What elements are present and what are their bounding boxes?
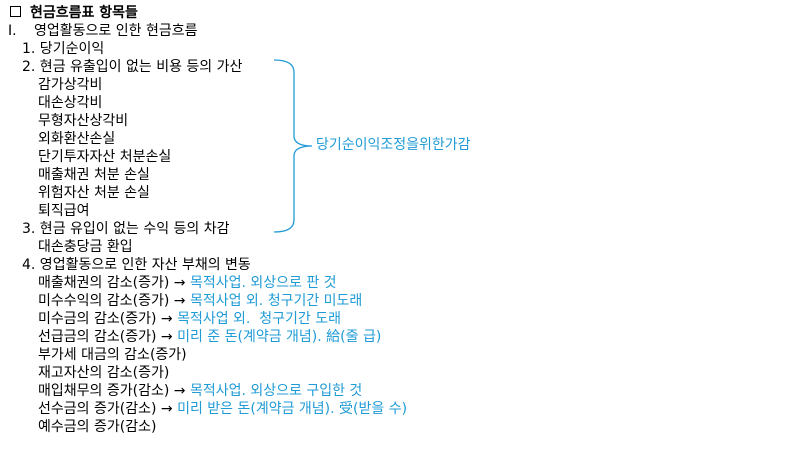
list-item: 선급금의 감소(증가) → 미리 준 돈(계약금 개념). 給(줄 급) [38, 328, 381, 346]
list-item: 매입채무의 증가(감소) → 목적사업. 외상으로 구입한 것 [38, 382, 362, 400]
list-item: 재고자산의 감소(증가) [38, 364, 169, 382]
page-title-text: 현금흐름표 항목들 [30, 5, 138, 21]
list-item-label: 미수수익의 감소(증가) [38, 293, 170, 309]
list-item: 대손충당금 환입 [38, 239, 133, 255]
list-item: 감가상각비 [38, 77, 103, 93]
list-item: 위험자산 처분 손실 [38, 185, 150, 201]
list-item: 단기투자자산 처분손실 [38, 149, 172, 165]
item-net-income: 1. 당기순이익 [22, 41, 105, 57]
right-arrow-icon: → [173, 275, 186, 291]
list-item: 미수수익의 감소(증가) → 목적사업 외. 청구기간 미도래 [38, 292, 362, 310]
list-item-label: 선수금의 증가(감소) [38, 401, 157, 417]
list-item-note: 목적사업. 외상으로 판 것 [189, 275, 337, 291]
list-item-note: 목적사업. 외상으로 구입한 것 [189, 383, 363, 399]
list-item-note: 목적사업 외. 청구기간 도래 [177, 311, 341, 327]
right-arrow-icon: → [160, 311, 173, 327]
curly-brace-icon [273, 59, 313, 233]
list-item: 외화환산손실 [38, 131, 116, 147]
list-item: 퇴직급여 [38, 203, 90, 219]
list-item: 예수금의 증가(감소) [38, 418, 156, 436]
item-noncash-expenses: 2. 현금 유출입이 없는 비용 등의 가산 [22, 59, 243, 75]
list-item: 대손상각비 [38, 95, 103, 111]
list-item: 무형자산상각비 [38, 113, 129, 129]
square-bullet-icon [10, 6, 21, 17]
right-arrow-icon: → [173, 293, 186, 309]
list-item: 미수금의 감소(증가) → 목적사업 외. 청구기간 도래 [38, 310, 341, 328]
right-arrow-icon: → [160, 401, 173, 417]
section-number: I. [8, 23, 17, 39]
list-item-note: 미리 받은 돈(계약금 개념). 受(받을 수) [177, 401, 408, 417]
list-item-note: 목적사업 외. 청구기간 미도래 [189, 293, 363, 309]
list-item: 매출채권 처분 손실 [38, 167, 150, 183]
list-item-label: 부가세 대금의 감소(증가) [38, 347, 187, 363]
right-arrow-icon: → [160, 329, 173, 345]
list-item-label: 예수금의 증가(감소) [38, 419, 157, 435]
brace-annotation: 당기순이익조정을위한가감 [316, 137, 471, 153]
list-item-label: 미수금의 감소(증가) [38, 311, 157, 327]
section-label: 영업활동으로 인한 현금흐름 [34, 23, 198, 39]
list-item: 매출채권의 감소(증가) → 목적사업. 외상으로 판 것 [38, 274, 337, 292]
section-heading: I. 영업활동으로 인한 현금흐름 [8, 22, 197, 40]
page-title: 현금흐름표 항목들 [10, 4, 138, 22]
list-item-label: 매입채무의 증가(감소) [38, 383, 170, 399]
list-item-label: 선급금의 감소(증가) [38, 329, 157, 345]
right-arrow-icon: → [173, 383, 186, 399]
list-item-label: 재고자산의 감소(증가) [38, 365, 170, 381]
item-working-capital-changes: 4. 영업활동으로 인한 자산 부채의 변동 [22, 257, 251, 273]
list-item-label: 매출채권의 감소(증가) [38, 275, 170, 291]
list-item: 선수금의 증가(감소) → 미리 받은 돈(계약금 개념). 受(받을 수) [38, 400, 407, 418]
item-noncash-revenues: 3. 현금 유입이 없는 수익 등의 차감 [22, 221, 230, 237]
list-item-note: 미리 준 돈(계약금 개념). 給(줄 급) [177, 329, 382, 345]
list-item: 부가세 대금의 감소(증가) [38, 346, 187, 364]
